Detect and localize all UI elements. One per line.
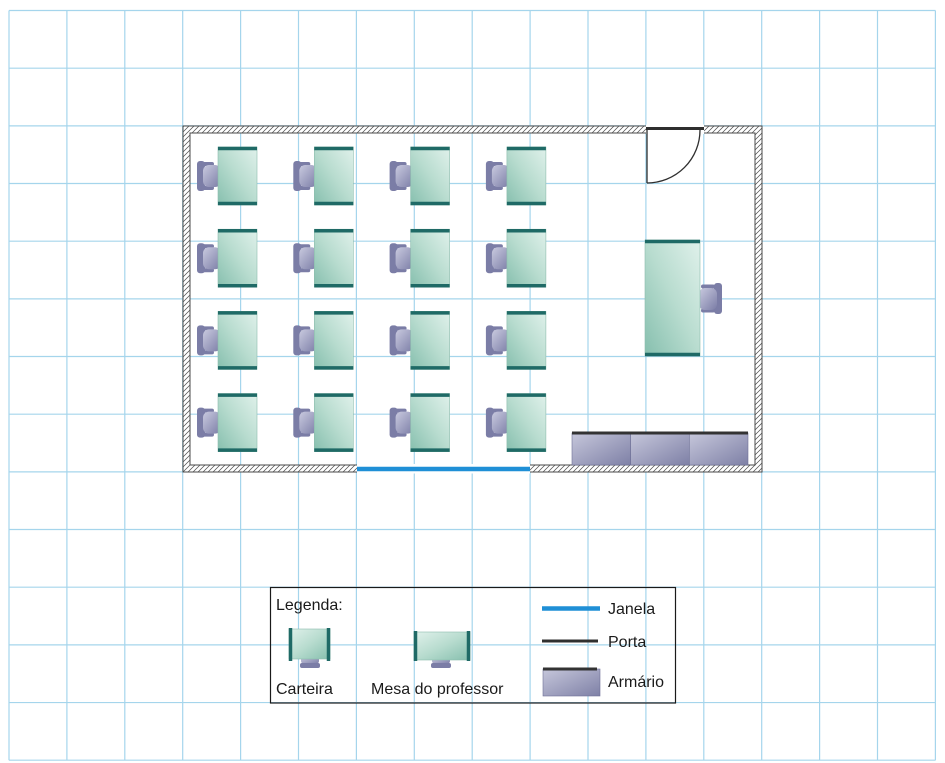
- student-chair-backrest: [485, 407, 494, 438]
- student-desk-surface: [217, 146, 258, 206]
- student-desk-surface: [506, 393, 547, 452]
- classroom: [182, 124, 763, 474]
- teacher-desk-icon: [413, 631, 471, 668]
- legend-label-porta: Porta: [608, 634, 646, 651]
- student-desk: [485, 228, 547, 288]
- room-walls: [182, 125, 763, 473]
- cabinet-icon-body: [542, 668, 601, 697]
- student-desk: [389, 311, 450, 370]
- student-desk: [197, 311, 258, 370]
- student-desk: [389, 228, 450, 288]
- student-chair-backrest: [293, 243, 302, 274]
- student-desk-surface: [410, 228, 450, 288]
- legend-label-mesa-do-professor: Mesa do professor: [371, 681, 504, 698]
- student-desk: [389, 146, 450, 206]
- cabinet: [571, 431, 749, 466]
- door-swing-arc: [646, 129, 701, 184]
- student-desk: [293, 393, 354, 452]
- student-desk-surface: [410, 311, 450, 370]
- teacher-desk-icon-surface: [413, 631, 471, 661]
- student-chair-seat: [491, 165, 510, 187]
- grid-lines: [8, 9, 937, 761]
- student-desk-icon-chair-backrest: [300, 663, 320, 668]
- student-chair-seat: [491, 329, 510, 352]
- student-chair-backrest: [485, 161, 494, 191]
- legend-title: Legenda:: [276, 597, 343, 614]
- student-chair-backrest: [197, 325, 205, 356]
- legend-label-carteira: Carteira: [276, 681, 333, 698]
- student-desks: [197, 146, 547, 452]
- legend: Legenda: Carteira Mesa do professor Jane…: [269, 586, 677, 704]
- student-desk-surface: [313, 146, 354, 206]
- student-desk: [197, 228, 258, 288]
- student-chair-seat: [299, 165, 318, 187]
- legend-label-janela: Janela: [608, 601, 655, 618]
- student-chair-backrest: [293, 407, 302, 438]
- student-desk-surface: [410, 393, 450, 452]
- student-desk: [197, 393, 258, 452]
- cabinet-section: [689, 432, 749, 466]
- student-chair-backrest: [197, 407, 205, 438]
- legend-label-armario: Armário: [608, 674, 664, 691]
- teacher-chair-seat: [699, 288, 717, 310]
- student-desk-surface: [506, 228, 547, 288]
- student-chair-seat: [299, 329, 318, 352]
- student-chair-backrest: [197, 161, 205, 191]
- legend-frame: [269, 586, 677, 704]
- cabinet-section: [571, 432, 631, 466]
- teacher-desk: [644, 239, 722, 357]
- student-desk-surface: [410, 146, 450, 206]
- student-desk-icon: [288, 628, 331, 668]
- teacher-desk-icon-chair-backrest: [431, 663, 451, 668]
- cabinet-section: [630, 432, 690, 466]
- student-chair-seat: [203, 411, 221, 434]
- student-desk-surface: [217, 393, 258, 452]
- student-chair-backrest: [293, 325, 302, 356]
- student-chair-backrest: [485, 325, 494, 356]
- student-desk-surface: [506, 146, 547, 206]
- student-desk-surface: [313, 393, 354, 452]
- student-chair-backrest: [197, 243, 205, 274]
- student-desk: [197, 146, 258, 206]
- student-chair-backrest: [293, 161, 302, 191]
- student-desk-icon-surface: [288, 628, 331, 660]
- student-desk: [485, 393, 547, 452]
- cabinet-icon: [542, 667, 601, 697]
- student-desk: [293, 146, 354, 206]
- student-desk-surface: [313, 311, 354, 370]
- student-desk: [485, 311, 547, 370]
- student-desk-surface: [217, 228, 258, 288]
- teacher-chair-armrest-top: [701, 284, 715, 289]
- student-desk: [485, 146, 547, 206]
- student-chair-seat: [203, 165, 221, 187]
- student-desk: [293, 311, 354, 370]
- student-chair-backrest: [485, 243, 494, 274]
- student-chair-backrest: [389, 407, 398, 438]
- student-chair-backrest: [389, 161, 398, 191]
- student-chair-seat: [395, 247, 414, 270]
- student-chair-seat: [491, 247, 510, 270]
- student-chair-seat: [395, 165, 414, 187]
- student-desk: [389, 393, 450, 452]
- student-desk-surface: [506, 311, 547, 370]
- student-chair-seat: [203, 247, 221, 270]
- teacher-desk-surface: [644, 239, 701, 357]
- student-chair-seat: [299, 411, 318, 434]
- student-chair-backrest: [389, 243, 398, 274]
- student-chair-seat: [203, 329, 221, 352]
- student-desk-surface: [313, 228, 354, 288]
- student-desk: [293, 228, 354, 288]
- student-chair-seat: [395, 329, 414, 352]
- student-chair-seat: [395, 411, 414, 434]
- student-chair-seat: [299, 247, 318, 270]
- student-chair-seat: [491, 411, 510, 434]
- student-chair-backrest: [389, 325, 398, 356]
- student-desk-surface: [217, 311, 258, 370]
